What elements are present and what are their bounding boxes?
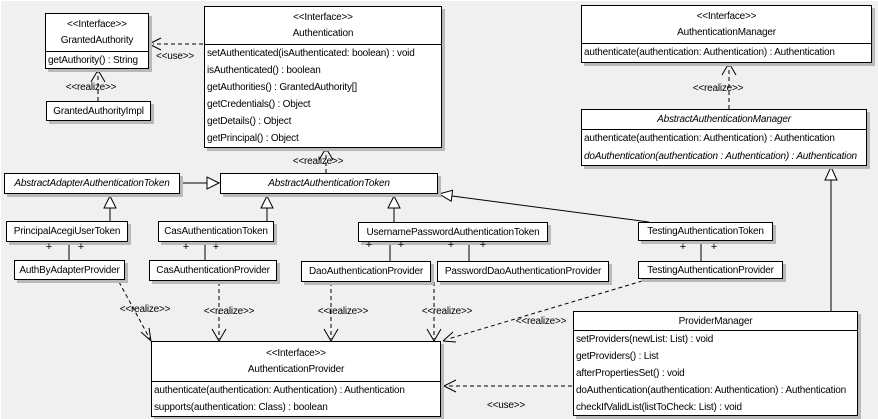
- class-box-principal-acegi-user-token: PrincipalAcegiUserToken: [6, 221, 128, 242]
- realize-label: <<realize>>: [203, 306, 255, 317]
- class-name: TestingAuthenticationProvider: [647, 264, 774, 276]
- stereotype-label: <<Interface>>: [266, 347, 326, 359]
- class-box-authentication-manager: <<Interface>> AuthenticationManager auth…: [581, 5, 872, 63]
- class-name: PasswordDaoAuthenticationProvider: [444, 266, 602, 277]
- use-label: <<use>>: [155, 51, 195, 62]
- association-end-plus: +: [710, 241, 718, 253]
- class-box-cas-authentication-token: CasAuthenticationToken: [158, 221, 274, 242]
- method: getProviders() : List: [576, 351, 659, 362]
- class-box-granted-authority-impl: GrantedAuthorityImpl: [46, 101, 151, 121]
- method: getAuthorities() : GrantedAuthority[]: [207, 82, 357, 93]
- method: isAuthenticated() : boolean: [207, 65, 321, 76]
- method: setProviders(newList: List) : void: [576, 334, 714, 345]
- method: authenticate(authentication: Authenticat…: [154, 385, 405, 396]
- association-end-plus: +: [77, 241, 85, 253]
- association-end-plus: +: [679, 241, 687, 253]
- class-name: AbstractAdapterAuthenticationToken: [14, 178, 170, 189]
- use-label: <<use>>: [486, 400, 526, 411]
- realize-label: <<realize>>: [421, 306, 473, 317]
- method: authenticate(authentication: Authenticat…: [584, 133, 835, 144]
- method: getCredentials() : Object: [207, 99, 311, 110]
- class-box-auth-by-adapter-provider: AuthByAdapterProvider: [14, 260, 125, 280]
- class-box-granted-authority: <<Interface>> GrantedAuthority getAuthor…: [45, 13, 149, 69]
- method: getDetails() : Object: [207, 116, 292, 127]
- method: getAuthority() : String: [48, 55, 138, 66]
- class-name: AuthByAdapterProvider: [19, 264, 120, 276]
- class-box-testing-authentication-provider: TestingAuthenticationProvider: [638, 261, 783, 279]
- method: doAuthentication(authentication : Authen…: [584, 151, 857, 162]
- class-name: AbstractAuthenticationManager: [657, 114, 791, 125]
- association-end-plus: +: [479, 239, 487, 251]
- class-name: PrincipalAcegiUserToken: [13, 226, 121, 237]
- class-header: <<Interface>> AuthenticationProvider: [152, 342, 440, 382]
- class-header: <<Interface>> AuthenticationManager: [582, 6, 871, 44]
- class-box-abstract-authentication-token: AbstractAuthenticationToken: [220, 173, 438, 194]
- class-name: DaoAuthenticationProvider: [309, 266, 423, 277]
- class-header: <<Interface>> GrantedAuthority: [46, 14, 148, 52]
- realize-label: <<realize>>: [515, 316, 567, 327]
- class-name: AuthenticationManager: [677, 27, 776, 38]
- class-box-abstract-authentication-manager: AbstractAuthenticationManager authentica…: [581, 109, 867, 166]
- method: authenticate(authentication: Authenticat…: [584, 47, 835, 58]
- class-header: <<Interface>> Authentication: [205, 7, 441, 45]
- association-end-plus: +: [397, 239, 405, 251]
- class-box-testing-authentication-token: TestingAuthenticationToken: [638, 222, 773, 241]
- stereotype-label: <<Interface>>: [696, 11, 757, 22]
- stereotype-label: <<Interface>>: [67, 19, 127, 30]
- class-name: TestingAuthenticationToken: [647, 226, 764, 237]
- class-name: ProviderManager: [678, 315, 753, 327]
- method: afterPropertiesSet() : void: [576, 368, 685, 379]
- association-end-plus: +: [45, 241, 53, 253]
- association-end-plus: +: [447, 239, 455, 251]
- class-box-authentication: <<Interface>> Authentication setAuthenti…: [204, 6, 442, 148]
- class-box-dao-authentication-provider: DaoAuthenticationProvider: [301, 261, 431, 282]
- class-header: ProviderManager: [574, 312, 857, 331]
- class-box-authentication-provider: <<Interface>> AuthenticationProvider aut…: [151, 341, 441, 417]
- class-box-abstract-adapter-authentication-token: AbstractAdapterAuthenticationToken: [4, 173, 180, 194]
- realize-label: <<realize>>: [65, 82, 117, 93]
- class-name: AuthenticationProvider: [247, 364, 345, 376]
- class-name: GrantedAuthorityImpl: [53, 105, 144, 117]
- method: doAuthentication(authentication: Authent…: [576, 385, 846, 396]
- class-name: Authentication: [292, 28, 354, 39]
- method: checkIfValidList(listToCheck: List) : vo…: [576, 402, 742, 413]
- method: getPrincipal() : Object: [207, 133, 299, 144]
- class-box-username-password-authentication-token: UsernamePasswordAuthenticationToken: [358, 222, 548, 242]
- method: supports(authentication: Class) : boolea…: [154, 402, 328, 413]
- stereotype-label: <<Interface>>: [293, 12, 353, 23]
- class-box-password-dao-authentication-provider: PasswordDaoAuthenticationProvider: [437, 261, 609, 282]
- class-name: UsernamePasswordAuthenticationToken: [366, 226, 540, 238]
- class-box-cas-authentication-provider: CasAuthenticationProvider: [149, 260, 277, 281]
- realize-label: <<realize>>: [119, 304, 171, 315]
- class-name: GrantedAuthority: [60, 35, 134, 46]
- association-end-plus: +: [182, 241, 190, 253]
- class-box-provider-manager: ProviderManager setProviders(newList: Li…: [573, 311, 858, 416]
- realize-label: <<realize>>: [292, 156, 344, 167]
- class-name: CasAuthenticationProvider: [156, 265, 270, 276]
- association-end-plus: +: [365, 239, 373, 251]
- association-end-plus: +: [212, 241, 220, 253]
- class-name: CasAuthenticationToken: [164, 226, 268, 237]
- realize-label: <<realize>>: [317, 306, 369, 317]
- class-header: AbstractAuthenticationManager: [582, 110, 866, 130]
- class-name: AbstractAuthenticationToken: [268, 178, 390, 189]
- realize-label: <<realize>>: [692, 83, 744, 94]
- method: setAuthenticated(isAuthenticated: boolea…: [207, 48, 415, 59]
